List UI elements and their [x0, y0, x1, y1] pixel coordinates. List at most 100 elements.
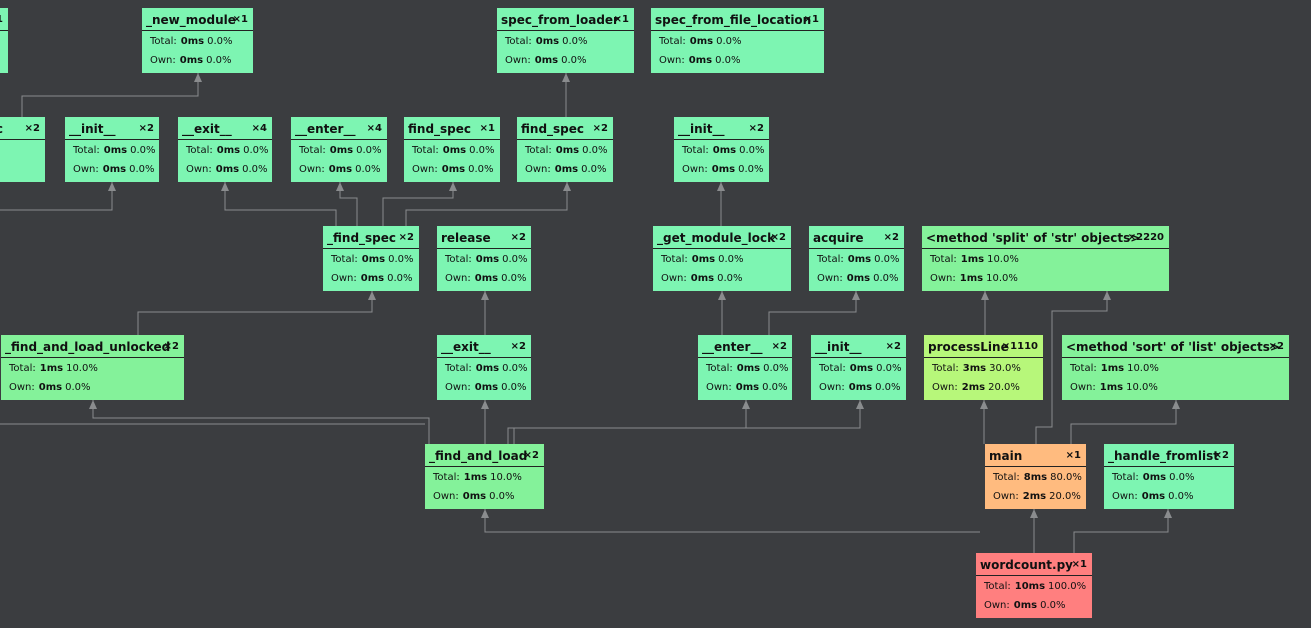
node-divider: [404, 139, 500, 140]
node-total-percent: 0.0%: [502, 254, 528, 265]
node-own-time: 1ms: [1099, 382, 1124, 393]
node-own-percent: 0.0%: [387, 273, 413, 284]
edge-arrowhead: [562, 73, 570, 82]
node-own-label: Own:: [682, 164, 708, 175]
node-own-percent: 20.0%: [1049, 491, 1081, 502]
node-total-percent: 10.0%: [490, 472, 522, 483]
call-node-find-spec-left[interactable]: _find_spec×2: [0, 117, 45, 182]
node-own-time: 1ms: [959, 273, 984, 284]
node-own-label: Own:: [661, 273, 687, 284]
node-title: _get_module_lock: [657, 231, 776, 245]
node-total-label: Total:: [706, 363, 733, 374]
node-total-percent: 0.0%: [562, 36, 588, 47]
node-total-time: 0ms: [689, 36, 714, 47]
node-total-label: Total:: [299, 145, 326, 156]
node-own-time: 0ms: [215, 164, 240, 175]
node-total-percent: 30.0%: [989, 363, 1021, 374]
node-own-label: Own:: [445, 273, 471, 284]
edge-arrowhead: [980, 400, 988, 409]
node-title: release: [441, 231, 491, 245]
node-total-percent: 0.0%: [739, 145, 765, 156]
node-total-time: 1ms: [463, 472, 488, 483]
node-total-time: 0ms: [847, 254, 872, 265]
node-total-percent: 0.0%: [718, 254, 744, 265]
node-own-time: 0ms: [179, 55, 204, 66]
node-own-percent: 10.0%: [1126, 382, 1158, 393]
node-total-label: Total:: [819, 363, 846, 374]
node-divider: [291, 139, 387, 140]
node-total-time: 0ms: [736, 363, 761, 374]
edge-arrowhead: [742, 400, 750, 409]
node-title: __exit__: [441, 340, 491, 354]
node-total-percent: 0.0%: [469, 145, 495, 156]
node-total-label: Total:: [984, 581, 1011, 592]
node-own-label: Own:: [331, 273, 357, 284]
node-divider: [1104, 466, 1234, 467]
call-edge: [0, 182, 113, 211]
node-total-label: Total:: [525, 145, 552, 156]
node-own-label: Own:: [299, 164, 325, 175]
node-title: _find_spec: [327, 231, 397, 245]
node-title: __init__: [815, 340, 862, 354]
node-total-time: 0ms: [442, 145, 467, 156]
node-title: spec_from_loader: [501, 13, 619, 27]
node-own-time: 0ms: [1141, 491, 1166, 502]
node-total-label: Total:: [659, 36, 686, 47]
node-call-count: ×1: [479, 123, 495, 134]
call-node-edge-topleft[interactable]: ×1: [0, 8, 8, 73]
edge-arrowhead: [981, 291, 989, 300]
node-call-count: ×2: [24, 123, 40, 134]
node-total-percent: 0.0%: [130, 145, 156, 156]
node-own-label: Own:: [993, 491, 1019, 502]
node-total-percent: 10.0%: [987, 254, 1019, 265]
node-call-count: ×2: [1268, 341, 1284, 352]
node-divider: [517, 139, 613, 140]
node-total-percent: 0.0%: [874, 254, 900, 265]
node-own-time: 0ms: [474, 382, 499, 393]
call-edge: [1070, 400, 1177, 444]
node-total-label: Total:: [817, 254, 844, 265]
node-divider: [437, 357, 531, 358]
node-own-percent: 20.0%: [988, 382, 1020, 393]
call-edge: [92, 400, 430, 444]
node-own-time: 0ms: [328, 164, 353, 175]
node-divider: [698, 357, 792, 358]
